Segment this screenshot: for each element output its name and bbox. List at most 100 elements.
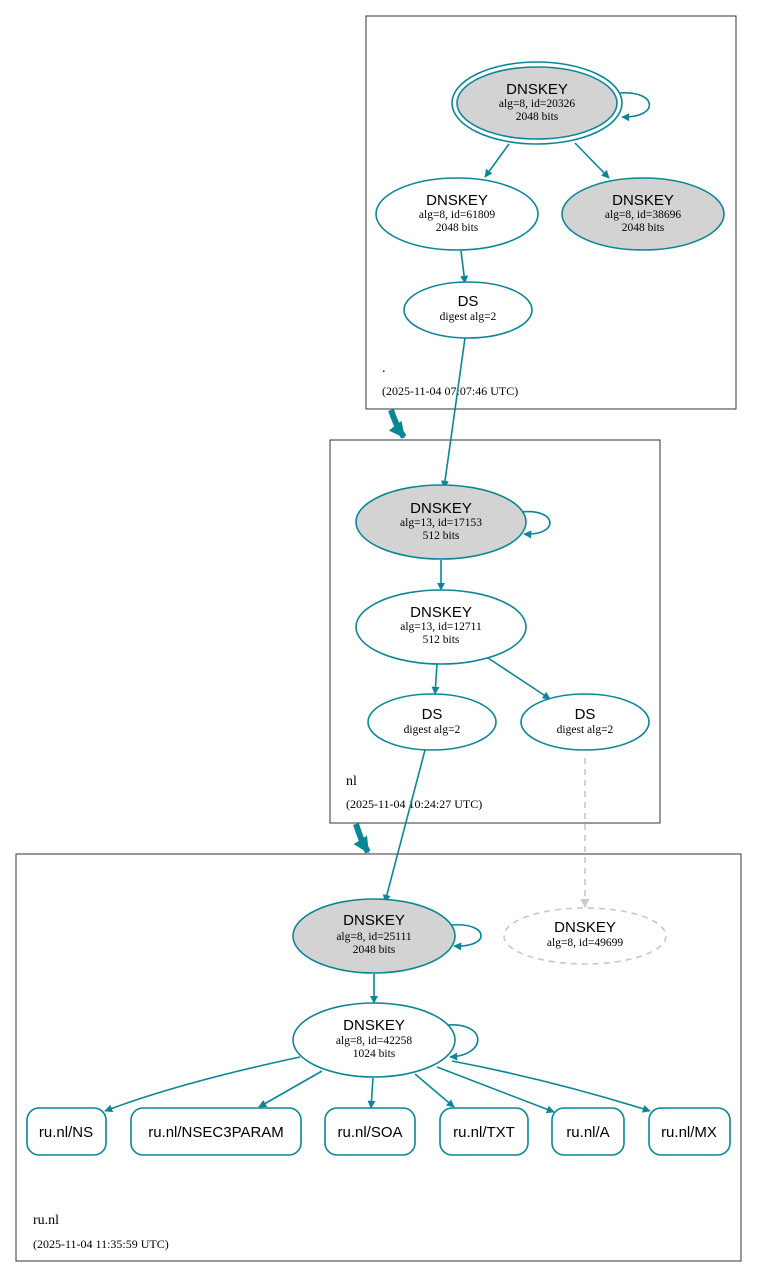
node-nl-ds-2-type: DS bbox=[575, 706, 596, 723]
node-ru-missing-key-shape bbox=[503, 907, 667, 965]
rrset-a[interactable]: ru.nl/A bbox=[551, 1107, 625, 1156]
node-ru-zsk-shape bbox=[292, 1002, 456, 1078]
rrset-mx-label: ru.nl/MX bbox=[661, 1124, 717, 1141]
node-root-zsk-38696-type: DNSKEY bbox=[612, 192, 674, 209]
zone-root: . (2025-11-04 07:07:46 UTC) bbox=[365, 15, 737, 410]
zone-nl-timestamp: (2025-11-04 10:24:27 UTC) bbox=[346, 797, 482, 811]
edge-root-ksk-to-zsk1 bbox=[484, 143, 510, 178]
edge-ru-ksk-self bbox=[450, 924, 482, 951]
edge-root-zsk1-to-ds bbox=[460, 250, 469, 284]
rrset-txt-label: ru.nl/TXT bbox=[453, 1124, 515, 1141]
zone-nl-border bbox=[329, 439, 661, 824]
zone-root-timestamp: (2025-11-04 07:07:46 UTC) bbox=[382, 384, 518, 398]
rrset-nsec3param-label: ru.nl/NSEC3PARAM bbox=[148, 1124, 284, 1141]
rrset-mx-shape bbox=[648, 1107, 731, 1156]
node-nl-ds-2[interactable]: DS digest alg=2 bbox=[520, 693, 650, 751]
node-root-ksk-detail: alg=8, id=20326 bbox=[499, 98, 575, 110]
edge-nl-zsk-to-ds1 bbox=[431, 663, 440, 695]
node-nl-zsk-shape bbox=[355, 589, 527, 665]
zone-ru-nl: ru.nl (2025-11-04 11:35:59 UTC) bbox=[15, 853, 742, 1262]
zone-ru-nl-border bbox=[15, 853, 742, 1262]
node-nl-ds-1-shape bbox=[367, 693, 497, 751]
delegation-edges bbox=[353, 409, 407, 854]
rrset-soa-shape bbox=[324, 1107, 416, 1156]
node-root-ds[interactable]: DS digest alg=2 bbox=[403, 281, 533, 339]
node-ru-zsk-type: DNSKEY bbox=[343, 1017, 405, 1034]
node-ru-ksk-detail: alg=8, id=25111 bbox=[336, 931, 412, 943]
node-root-zsk-61809-type: DNSKEY bbox=[426, 192, 488, 209]
delegation-root-to-nl bbox=[388, 409, 407, 439]
node-root-zsk-61809-bits: 2048 bits bbox=[436, 222, 479, 234]
rrset-a-label: ru.nl/A bbox=[566, 1124, 609, 1141]
node-root-ksk[interactable]: DNSKEY alg=8, id=20326 2048 bits bbox=[451, 61, 623, 145]
node-ru-ksk-bits: 2048 bits bbox=[353, 944, 396, 956]
edge-root-ksk-to-zsk2 bbox=[574, 142, 610, 179]
zone-ru-nl-name: ru.nl bbox=[33, 1213, 59, 1228]
node-root-zsk-38696[interactable]: DNSKEY alg=8, id=38696 2048 bits bbox=[561, 177, 725, 251]
node-root-ds-shape bbox=[403, 281, 533, 339]
node-ru-missing-key[interactable]: DNSKEY alg=8, id=49699 bbox=[503, 907, 667, 965]
edge-ru-zsk-to-mx bbox=[451, 1060, 651, 1113]
node-root-ksk-shape bbox=[456, 66, 618, 140]
delegation-nl-to-ru-nl bbox=[353, 823, 371, 854]
edge-ru-zsk-self bbox=[446, 1024, 479, 1061]
rrset-txt[interactable]: ru.nl/TXT bbox=[439, 1107, 529, 1156]
node-root-zsk-38696-bits: 2048 bits bbox=[622, 222, 665, 234]
edge-nl-ksk-self bbox=[520, 510, 551, 539]
node-nl-zsk[interactable]: DNSKEY alg=13, id=12711 512 bits bbox=[355, 589, 527, 665]
node-root-zsk-61809-shape bbox=[375, 177, 539, 251]
edge-ru-zsk-to-soa bbox=[367, 1077, 376, 1109]
edge-nl-ds1-to-ru-ksk bbox=[382, 749, 426, 903]
rrset-ns[interactable]: ru.nl/NS bbox=[26, 1107, 107, 1156]
node-root-ds-type: DS bbox=[458, 293, 479, 310]
node-nl-ds-1-type: DS bbox=[422, 706, 443, 723]
node-nl-ds-2-shape bbox=[520, 693, 650, 751]
node-root-zsk-61809-detail: alg=8, id=61809 bbox=[419, 209, 495, 221]
rrset-soa[interactable]: ru.nl/SOA bbox=[324, 1107, 416, 1156]
rrset-ns-label: ru.nl/NS bbox=[39, 1124, 93, 1141]
edge-root-ksk-self bbox=[618, 92, 651, 122]
edge-root-ds-to-nl-ksk bbox=[441, 337, 466, 489]
node-nl-ksk-bits: 512 bits bbox=[423, 530, 460, 542]
node-nl-zsk-bits: 512 bits bbox=[423, 634, 460, 646]
node-root-ksk-outer-ring bbox=[451, 61, 623, 145]
rrset-ns-shape bbox=[26, 1107, 107, 1156]
node-ru-ksk-shape bbox=[292, 898, 456, 974]
rrset-a-shape bbox=[551, 1107, 625, 1156]
node-ru-zsk-bits: 1024 bits bbox=[353, 1048, 396, 1060]
rrset-soa-label: ru.nl/SOA bbox=[337, 1124, 402, 1141]
rrset-mx[interactable]: ru.nl/MX bbox=[648, 1107, 731, 1156]
zone-ru-nl-timestamp: (2025-11-04 11:35:59 UTC) bbox=[33, 1237, 169, 1251]
edge-nl-zsk-to-ds2 bbox=[487, 657, 551, 700]
node-nl-zsk-type: DNSKEY bbox=[410, 604, 472, 621]
node-root-zsk-38696-detail: alg=8, id=38696 bbox=[605, 209, 681, 221]
zone-nl: nl (2025-11-04 10:24:27 UTC) bbox=[329, 439, 661, 824]
node-ru-missing-key-type: DNSKEY bbox=[554, 919, 616, 936]
zone-root-border bbox=[365, 15, 737, 410]
node-root-zsk-38696-shape bbox=[561, 177, 725, 251]
node-nl-ksk-detail: alg=13, id=17153 bbox=[400, 517, 482, 529]
node-root-zsk-61809[interactable]: DNSKEY alg=8, id=61809 2048 bits bbox=[375, 177, 539, 251]
node-ru-missing-key-detail: alg=8, id=49699 bbox=[547, 937, 623, 949]
node-root-ksk-type: DNSKEY bbox=[506, 81, 568, 98]
node-root-ksk-bits: 2048 bits bbox=[516, 111, 559, 123]
node-ru-zsk-detail: alg=8, id=42258 bbox=[336, 1035, 412, 1047]
node-root-ds-detail: digest alg=2 bbox=[440, 311, 497, 323]
rrset-nsec3param[interactable]: ru.nl/NSEC3PARAM bbox=[130, 1107, 302, 1156]
node-nl-ds-2-detail: digest alg=2 bbox=[557, 724, 614, 736]
edge-ru-zsk-to-a bbox=[436, 1066, 555, 1114]
node-ru-ksk-type: DNSKEY bbox=[343, 912, 405, 929]
edge-ru-zsk-to-ns bbox=[104, 1056, 301, 1113]
chain-edges bbox=[104, 92, 651, 1114]
node-nl-ksk[interactable]: DNSKEY alg=13, id=17153 512 bits bbox=[355, 484, 527, 560]
rrset-nsec3param-shape bbox=[130, 1107, 302, 1156]
node-ru-zsk[interactable]: DNSKEY alg=8, id=42258 1024 bits bbox=[292, 1002, 456, 1078]
node-nl-ds-1-detail: digest alg=2 bbox=[404, 724, 461, 736]
node-nl-ksk-shape bbox=[355, 484, 527, 560]
zone-root-name: . bbox=[382, 361, 386, 376]
node-nl-ds-1[interactable]: DS digest alg=2 bbox=[367, 693, 497, 751]
node-nl-ksk-type: DNSKEY bbox=[410, 500, 472, 517]
node-ru-ksk[interactable]: DNSKEY alg=8, id=25111 2048 bits bbox=[292, 898, 456, 974]
rrset-txt-shape bbox=[439, 1107, 529, 1156]
